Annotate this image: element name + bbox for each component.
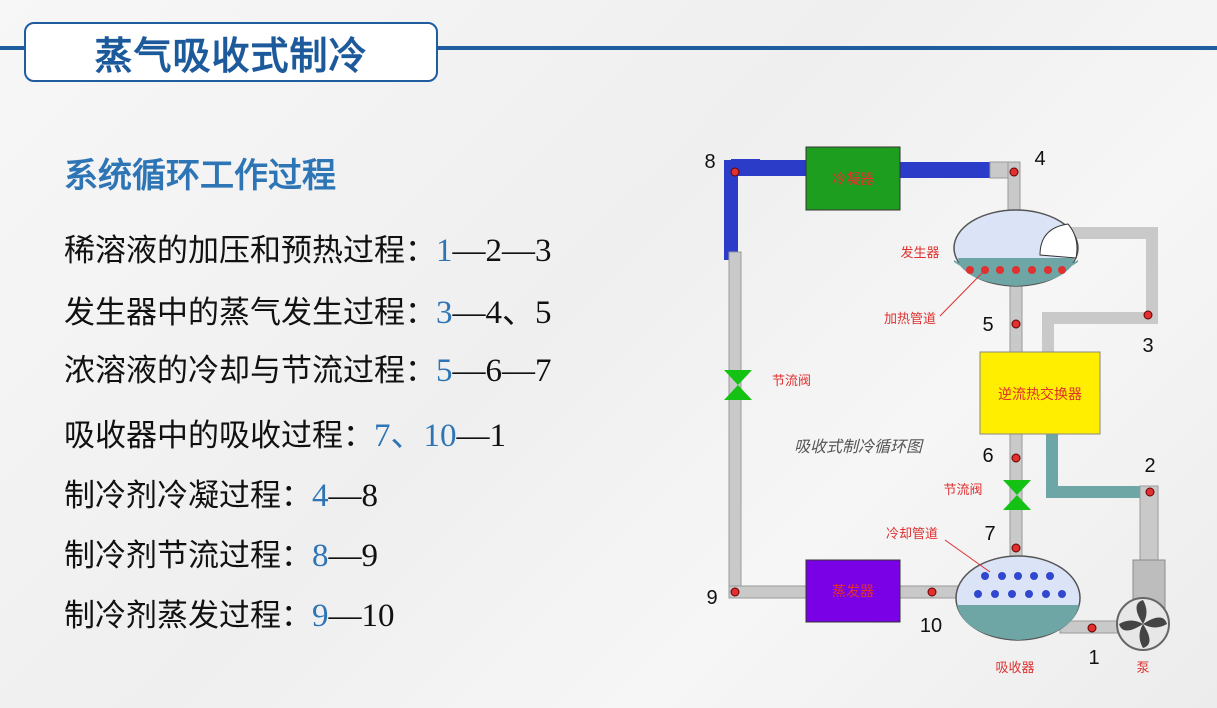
pipe-8-9 bbox=[728, 251, 742, 598]
process-start: 5 bbox=[436, 353, 453, 389]
point-label-3: 3 bbox=[1142, 335, 1153, 357]
pump-label: 泵 bbox=[1136, 661, 1149, 676]
cooling-pipe-label: 冷却管道 bbox=[886, 527, 938, 542]
process-path: —6—7 bbox=[452, 353, 552, 389]
point-label-8: 8 bbox=[704, 151, 715, 173]
process-label: 浓溶液的冷却与节流过程： bbox=[64, 353, 436, 389]
point-label-5: 5 bbox=[982, 314, 993, 336]
throttle-valve-left-bottom bbox=[724, 385, 752, 400]
title-rule-left bbox=[0, 46, 24, 50]
point-label-7: 7 bbox=[984, 523, 995, 545]
pump-fan-icon bbox=[1119, 600, 1167, 648]
point-label-10: 10 bbox=[920, 615, 942, 637]
section-heading: 系统循环工作过程 bbox=[64, 156, 336, 196]
absorber-spray-dots bbox=[974, 572, 1066, 598]
cooling-pipe-pointer bbox=[944, 539, 991, 573]
process-label: 制冷剂蒸发过程： bbox=[64, 598, 312, 634]
throttle-valve-left-top bbox=[724, 370, 752, 385]
heat-exchanger-label: 逆流热交换器 bbox=[998, 386, 1082, 403]
process-start: 7、10 bbox=[374, 418, 457, 454]
process-path: —9 bbox=[328, 538, 379, 574]
throttle-valve-right-top bbox=[1003, 480, 1031, 495]
heating-pipe-pointer bbox=[939, 269, 986, 317]
process-path: —1 bbox=[456, 418, 507, 454]
process-label: 制冷剂节流过程： bbox=[64, 538, 312, 574]
point-label-6: 6 bbox=[982, 445, 993, 467]
point-label-4: 4 bbox=[1034, 148, 1045, 170]
generator-heating-coil bbox=[1039, 223, 1078, 259]
evaporator-box bbox=[805, 559, 901, 623]
title-rule-right bbox=[438, 46, 1217, 50]
evaporator-label: 蒸发器 bbox=[832, 584, 874, 600]
process-path: —4、5 bbox=[452, 295, 552, 331]
title-box: 蒸气吸收式制冷 bbox=[24, 22, 438, 82]
throttle-valve-right-label: 节流阀 bbox=[943, 483, 982, 498]
process-start: 1 bbox=[436, 233, 453, 269]
pipe-5 bbox=[1009, 281, 1023, 355]
process-start: 9 bbox=[312, 598, 329, 634]
process-item: 吸收器中的吸收过程：7、10—1 bbox=[64, 408, 506, 456]
process-start: 8 bbox=[312, 538, 329, 574]
diagram-caption: 吸收式制冷循环图 bbox=[794, 437, 924, 456]
pipe-9-evaporator bbox=[728, 585, 810, 599]
heat-exchanger-box bbox=[979, 351, 1101, 435]
condenser-label: 冷凝器 bbox=[832, 172, 874, 188]
absorber-label: 吸收器 bbox=[995, 661, 1034, 676]
process-path: —10 bbox=[328, 598, 395, 634]
heating-pipe-label: 加热管道 bbox=[884, 312, 936, 327]
process-label: 发生器中的蒸气发生过程： bbox=[64, 295, 436, 331]
process-path: —2—3 bbox=[452, 233, 552, 269]
throttle-valve-right-bottom bbox=[1003, 495, 1031, 510]
pipe-2 bbox=[1046, 434, 1156, 570]
process-item: 制冷剂冷凝过程：4—8 bbox=[64, 470, 378, 515]
point-label-2: 2 bbox=[1144, 455, 1155, 477]
process-item: 浓溶液的冷却与节流过程：5—6—7 bbox=[64, 345, 552, 390]
process-item: 稀溶液的加压和预热过程：1—2—3 bbox=[64, 225, 552, 270]
process-start: 3 bbox=[436, 295, 453, 331]
generator-label: 发生器 bbox=[900, 245, 939, 261]
process-item: 制冷剂节流过程：8—9 bbox=[64, 530, 378, 575]
process-label: 吸收器中的吸收过程： bbox=[64, 418, 374, 454]
condenser-box bbox=[805, 146, 901, 211]
absorber-solution bbox=[957, 605, 1079, 640]
throttle-valve-left-label: 节流阀 bbox=[772, 374, 811, 389]
process-item: 制冷剂蒸发过程：9—10 bbox=[64, 590, 395, 635]
process-start: 4 bbox=[312, 478, 329, 514]
point-label-9: 9 bbox=[706, 587, 717, 609]
point-label-1: 1 bbox=[1088, 647, 1099, 669]
process-label: 制冷剂冷凝过程： bbox=[64, 478, 312, 514]
process-path: —8 bbox=[328, 478, 379, 514]
pipe-generator-3 bbox=[1042, 227, 1158, 352]
process-label: 稀溶液的加压和预热过程： bbox=[64, 233, 436, 269]
state-point-markers bbox=[730, 167, 1155, 633]
process-item: 发生器中的蒸气发生过程：3—4、5 bbox=[64, 285, 552, 333]
page-title: 蒸气吸收式制冷 bbox=[94, 33, 368, 78]
